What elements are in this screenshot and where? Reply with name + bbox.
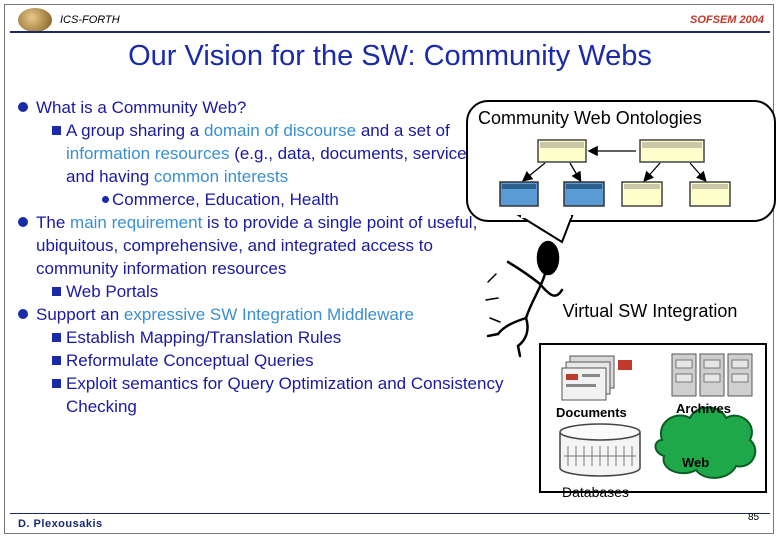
bullet-list: What is a Community Web? A group sharing… (18, 96, 508, 418)
ontology-node-icon (563, 181, 605, 207)
ontology-node-icon (499, 181, 539, 207)
slide-title: Our Vision for the SW: Community Webs (128, 40, 652, 72)
ontology-node-icon (537, 139, 587, 163)
bullet-text: Exploit semantics for Query Optimization… (66, 374, 504, 416)
bubble-tail-mask (521, 214, 571, 218)
ontology-arrow (521, 162, 546, 182)
bullet-item: Commerce, Education, Health (18, 188, 508, 211)
bullet-item: Exploit semantics for Query Optimization… (18, 372, 508, 418)
highlight-text: expressive SW Integration Middleware (123, 305, 414, 324)
bullet-square-icon (52, 126, 61, 135)
web-cloud-icon (654, 406, 757, 479)
ontology-node-icon (621, 181, 663, 207)
stick-figure-icon (485, 240, 564, 358)
highlight-text: common interests (153, 167, 289, 186)
bullet-item: What is a Community Web? (18, 96, 508, 119)
slide-frame (4, 4, 774, 534)
archives-label: Archives (676, 401, 731, 416)
bullet-text: (e.g., data, documents, services) and ha… (66, 144, 481, 186)
bullet-text: Support an (36, 305, 124, 324)
ontology-arrow (569, 162, 582, 183)
footer-divider (10, 513, 770, 514)
databases-label: Databases (562, 484, 629, 500)
ontology-arrow (689, 162, 707, 182)
logo-icon (18, 8, 52, 32)
bullet-item: Web Portals (18, 280, 508, 303)
ontology-title: Community Web Ontologies (478, 108, 702, 128)
archives-icon (671, 353, 753, 397)
bullet-text: Reformulate Conceptual Queries (66, 351, 314, 370)
bullet-dot-icon (18, 102, 28, 112)
bullet-dot-icon (18, 309, 28, 319)
bullet-text: is to provide a single point of useful, … (36, 213, 478, 278)
bullet-text: and a set of (356, 121, 450, 140)
ontology-node-icon (689, 181, 731, 207)
bullet-square-icon (52, 356, 61, 365)
header-left: ICS-FORTH (60, 14, 120, 26)
bullet-text: The (36, 213, 71, 232)
bullet-item: A group sharing a domain of discourse an… (18, 119, 508, 188)
web-label: Web (682, 455, 710, 470)
page-number: 85 (748, 512, 760, 523)
bullet-text: Web Portals (66, 282, 159, 301)
bubble-tail (516, 215, 574, 244)
bullet-item: The main requirement is to provide a sin… (18, 211, 508, 280)
bullet-square-icon (52, 379, 61, 388)
author-name: D. Plexousakis (18, 518, 103, 530)
bullet-item: Reformulate Conceptual Queries (18, 349, 508, 372)
bullet-text: What is a Community Web? (36, 98, 247, 117)
bullet-dot-icon (102, 196, 109, 203)
highlight-text: domain of discourse (203, 121, 357, 140)
bullet-dot-icon (18, 217, 28, 227)
documents-icon (561, 355, 632, 401)
ontology-arrow (643, 162, 661, 182)
ontology-node-icon (639, 139, 705, 163)
integration-title: Virtual SW Integration (562, 301, 738, 321)
database-icon (559, 423, 641, 477)
bullet-item: Establish Mapping/Translation Rules (18, 326, 508, 349)
bullet-text: Commerce, Education, Health (112, 190, 339, 209)
bullet-item: Support an expressive SW Integration Mid… (18, 303, 508, 326)
documents-label: Documents (556, 405, 627, 420)
header-right: SOFSEM 2004 (690, 14, 764, 26)
header-divider (10, 31, 770, 33)
highlight-text: information resources (66, 144, 230, 163)
bullet-text: Establish Mapping/Translation Rules (66, 328, 342, 347)
bullet-square-icon (52, 287, 61, 296)
bullet-text: A group sharing a (66, 121, 204, 140)
bullet-square-icon (52, 333, 61, 342)
highlight-text: main requirement (70, 213, 203, 232)
integration-box (539, 343, 767, 493)
